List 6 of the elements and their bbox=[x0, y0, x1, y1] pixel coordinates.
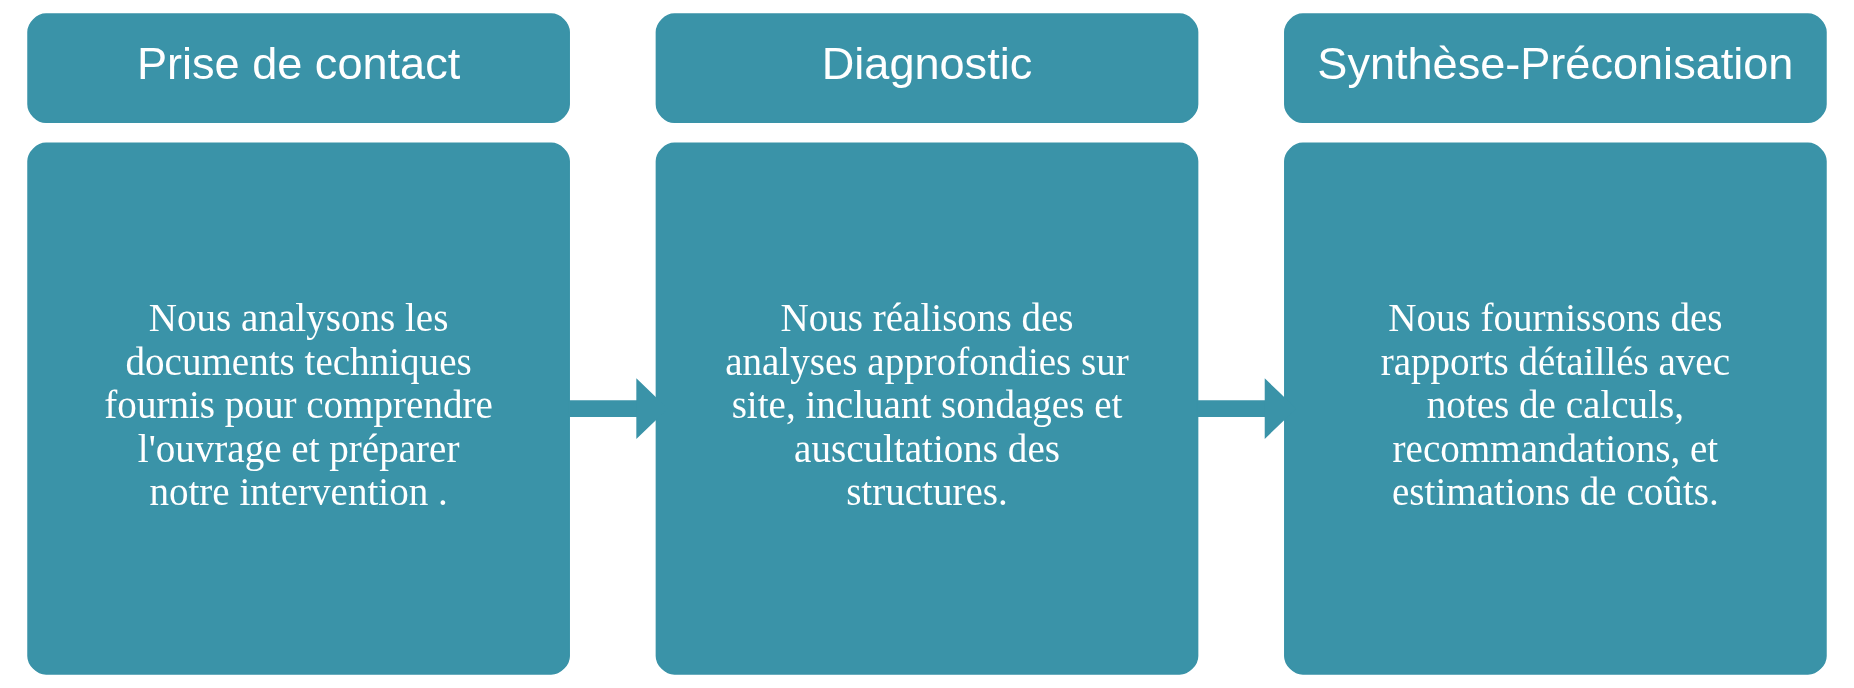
node-box: Prise de contact bbox=[27, 13, 570, 123]
node-box: Diagnostic bbox=[655, 13, 1199, 123]
node-box: Synthèse-Préconisation bbox=[1284, 13, 1827, 123]
node-box: Nous réalisons des analyses approfondies sur site, incluant sondages et auscultations des structures. bbox=[655, 142, 1199, 675]
node-box: Nous fournissons des rapports détaillés avec notes de calculs, recommandations, et estimations de coûts. bbox=[1284, 142, 1827, 675]
node-box: Nous analysons les documents techniques fournis pour comprendre l'ouvrage et préparer notre intervention . bbox=[27, 142, 570, 675]
